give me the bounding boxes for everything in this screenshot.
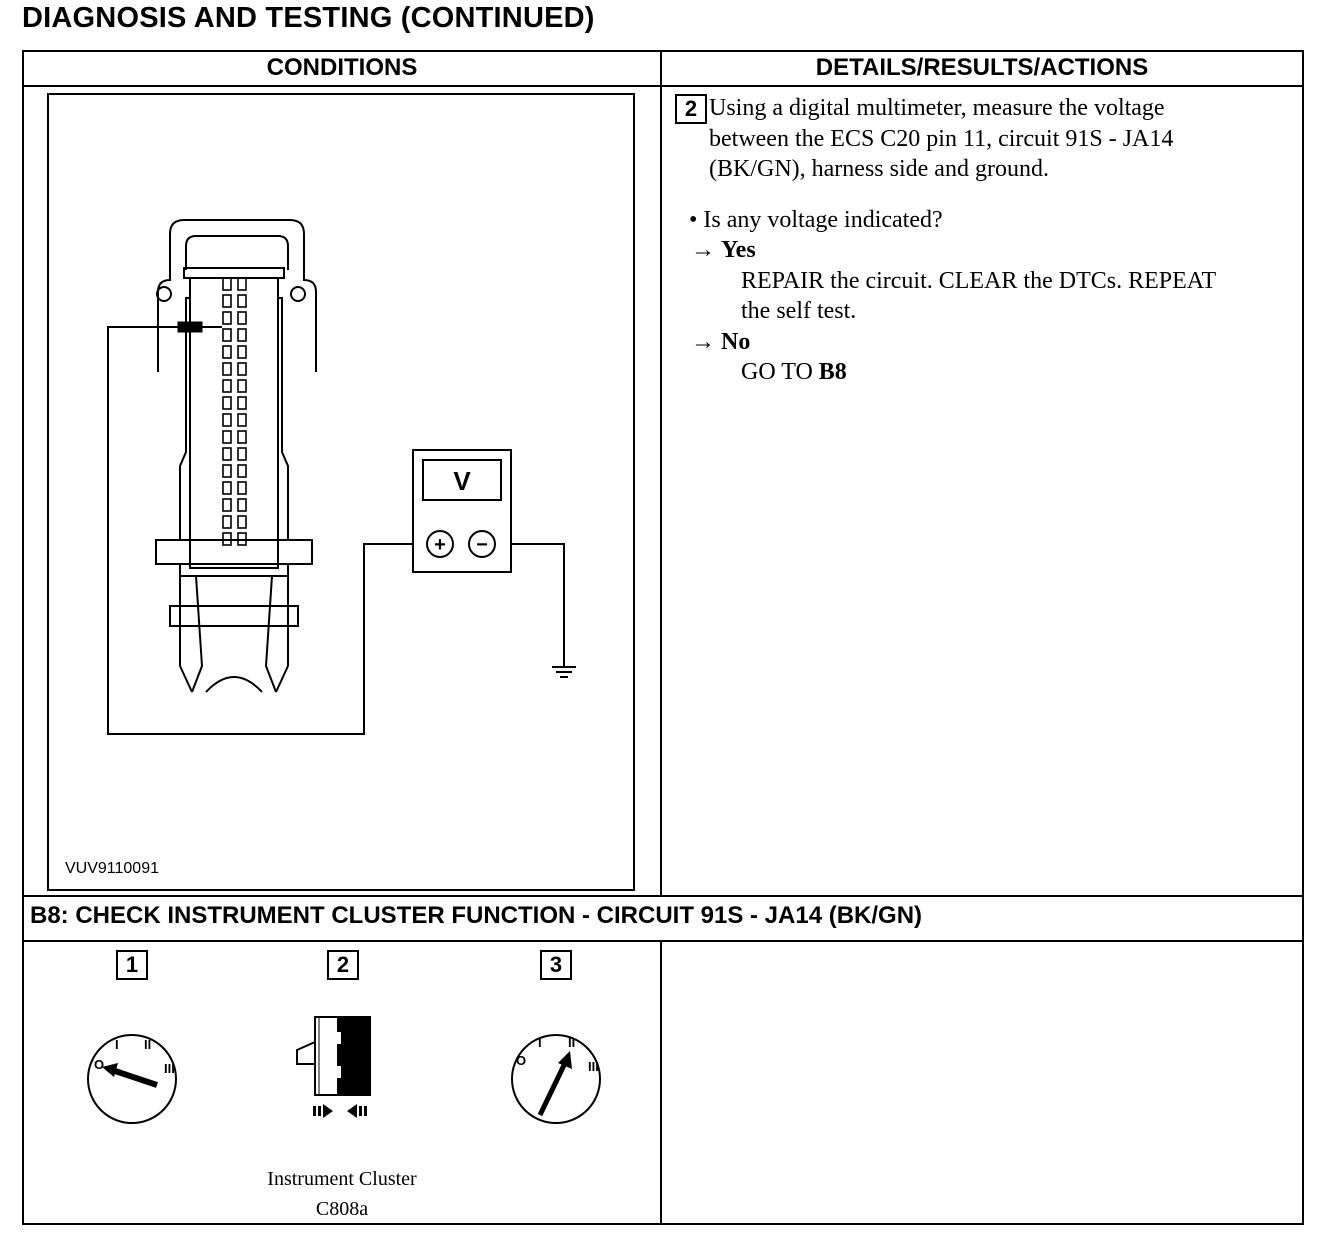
diagram-border — [47, 93, 635, 891]
arrow-icon: → — [691, 237, 715, 263]
digital-multimeter: V + − — [412, 449, 512, 573]
connector-disconnect-arrows — [313, 1104, 367, 1118]
connector-pins — [222, 277, 247, 546]
b8-divider-bottom — [22, 940, 1304, 942]
connector-diagram-svg: V + − — [47, 93, 635, 891]
header-divider — [22, 85, 1304, 87]
ground-symbol — [552, 666, 576, 678]
ignition-label-o: O — [94, 1057, 104, 1072]
b8-heading: B8: CHECK INSTRUMENT CLUSTER FUNCTION - … — [30, 902, 923, 929]
goto-target: B8 — [818, 359, 847, 385]
connector-voltage-diagram: V + − — [46, 92, 636, 892]
figure-id: VUV9110091 — [65, 860, 159, 877]
step-question: • Is any voltage indicated? — [689, 206, 943, 233]
yes-action: REPAIR the circuit. CLEAR the DTCs. REPE… — [741, 267, 1217, 294]
ignition-switch-run-icon: O I II III — [500, 1025, 620, 1135]
meter-plus-terminal: + — [434, 534, 446, 556]
yes-branch: → Yes — [675, 235, 1295, 266]
ignition-label-ii: II — [568, 1035, 575, 1050]
connector-caption-id: C808a — [315, 1198, 369, 1220]
procedure-table — [22, 50, 1304, 1225]
page-title: DIAGNOSIS AND TESTING (CONTINUED) — [22, 2, 595, 34]
yes-label: Yes — [721, 237, 756, 263]
b8-divider-top — [22, 895, 1304, 897]
no-branch: → No — [675, 327, 1295, 358]
b8-step-1-box: 1 — [116, 950, 148, 980]
meter-leads — [107, 326, 565, 735]
yes-action: the self test. — [741, 298, 857, 324]
no-action: GO TO B8 — [741, 359, 847, 385]
instruction-line: Using a digital multimeter, measure the … — [709, 95, 1165, 121]
meter-display-label: V — [453, 466, 471, 496]
ignition-label-o: O — [516, 1053, 526, 1068]
ignition-label-i: I — [538, 1035, 542, 1050]
ignition-label-ii: II — [144, 1037, 151, 1052]
instrument-cluster-connector-icon — [285, 1012, 395, 1124]
step-2-details: 2 Using a digital multimeter, measure th… — [675, 93, 1295, 388]
step-number-box: 2 — [675, 94, 707, 124]
arrow-icon: → — [691, 328, 715, 355]
connector-caption-name: Instrument Cluster — [267, 1168, 417, 1190]
column-divider-top — [660, 50, 662, 896]
column-header-conditions: CONDITIONS — [266, 54, 418, 81]
ignition-label-i: I — [115, 1037, 119, 1052]
ecs-connector-c20 — [155, 219, 317, 693]
ignition-label-iii: III — [164, 1061, 175, 1076]
no-label: No — [721, 328, 751, 355]
test-probe — [177, 321, 222, 333]
step-2-instruction: 2 Using a digital multimeter, measure th… — [675, 93, 1295, 185]
column-header-details: DETAILS/RESULTS/ACTIONS — [815, 54, 1149, 81]
b8-step-2-box: 2 — [327, 950, 359, 980]
ignition-label-iii: III — [588, 1059, 599, 1074]
instruction-line: (BK/GN), harness side and ground. — [709, 156, 1049, 182]
b8-step-3-box: 3 — [540, 950, 572, 980]
column-divider-bottom — [660, 940, 662, 1225]
instruction-line: between the ECS C20 pin 11, circuit 91S … — [709, 125, 1174, 152]
meter-minus-terminal: − — [476, 534, 488, 556]
ignition-switch-off-icon: O I II III — [74, 1025, 194, 1135]
